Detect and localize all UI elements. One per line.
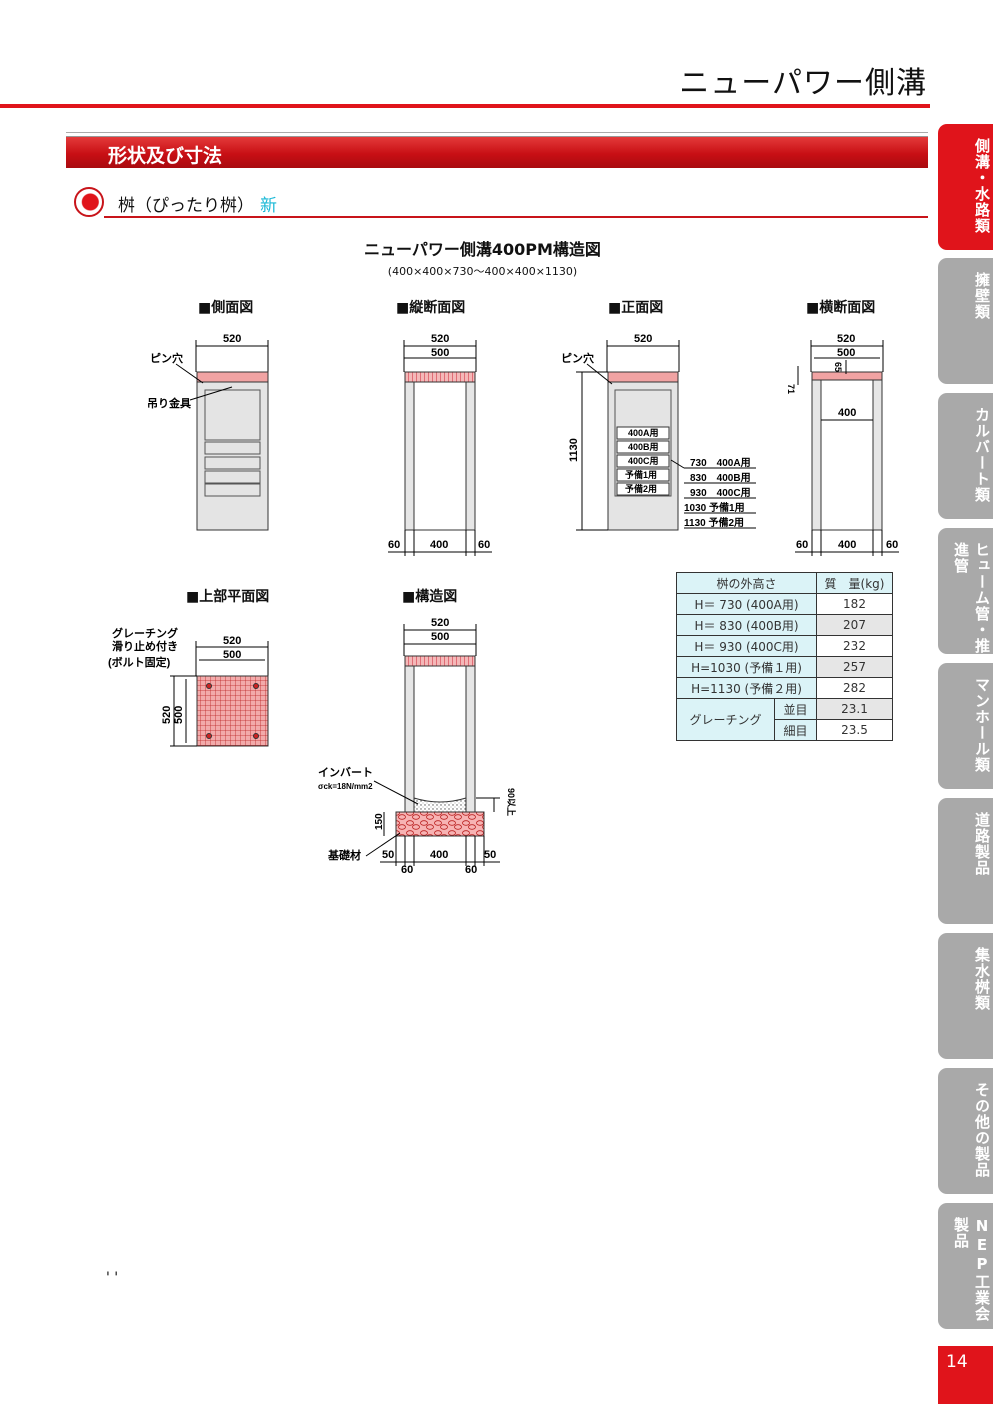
note-grating-3: (ボルト固定) [108, 655, 171, 669]
svg-text:60: 60 [388, 539, 400, 551]
svg-text:60: 60 [478, 539, 490, 551]
svg-text:500: 500 [837, 347, 855, 359]
table-row: H=1030 (予備１用) 257 [676, 656, 893, 678]
svg-text:520: 520 [161, 706, 173, 724]
tab-retaining-walls[interactable]: 擁壁類 [938, 258, 993, 384]
note-grating-2: 滑り止め付き [112, 639, 178, 653]
svg-text:65: 65 [833, 362, 843, 372]
svg-text:520: 520 [431, 617, 449, 629]
tab-catch-basins[interactable]: 集水桝類 [938, 933, 993, 1059]
view-label-side: ■側面図 [198, 300, 254, 316]
header-height: 桝の外高さ [676, 572, 817, 594]
note-pin-hole-front: ピン穴 [561, 351, 594, 365]
note-grating-1: グレーチング [112, 626, 178, 640]
transverse-view-drawing: 520 500 400 71 65 60 400 60 [786, 333, 899, 556]
front-view-drawing: 520 1130 ピン穴 400A用 400B用 400C用 予備1用 予備2用… [561, 333, 756, 531]
svg-text:500: 500 [431, 347, 449, 359]
svg-text:1130 予備2用: 1130 予備2用 [684, 516, 744, 529]
svg-text:予備2用: 予備2用 [625, 483, 657, 494]
header-weight: 質 量(kg) [816, 572, 893, 594]
note-lifting: 吊り金具 [147, 396, 191, 410]
svg-text:1030 予備1用: 1030 予備1用 [684, 501, 745, 514]
svg-text:500: 500 [173, 706, 185, 724]
svg-text:400: 400 [430, 849, 448, 861]
note-invert: インバート [318, 766, 373, 779]
subheading-underline [104, 216, 928, 218]
svg-text:500: 500 [223, 649, 241, 661]
view-label-plan: ■上部平面図 [186, 589, 270, 605]
tab-culverts[interactable]: カルバート類 [938, 393, 993, 519]
svg-text:400: 400 [430, 539, 448, 551]
section-header-bar: 形状及び寸法 [66, 136, 928, 168]
svg-text:90以上: 90以上 [506, 788, 517, 816]
svg-text:60: 60 [886, 539, 898, 551]
svg-text:830 400B用: 830 400B用 [690, 472, 751, 484]
plan-view-drawing: グレーチング 滑り止め付き (ボルト固定) 520 500 520 500 [108, 626, 269, 747]
svg-text:400: 400 [838, 539, 856, 551]
svg-text:60: 60 [401, 864, 413, 876]
section-top-line [66, 132, 928, 133]
note-sigma: σck=18N/mm2 [318, 782, 373, 791]
table-row: グレーチング 並目 23.1 [676, 698, 893, 741]
svg-text:520: 520 [634, 333, 652, 345]
svg-text:60: 60 [796, 539, 808, 551]
table-row: 細目 23.5 [677, 719, 893, 741]
svg-text:400A用: 400A用 [628, 428, 659, 438]
svg-text:50: 50 [382, 849, 394, 861]
tab-hume-pipes[interactable]: ヒューム管・推進管 [938, 528, 993, 654]
svg-text:520: 520 [223, 635, 241, 647]
structure-view-drawing: 520 500 インバート σck=18N/mm2 基礎材 150 90以上 5… [318, 617, 517, 876]
subheading: 桝（ぴったり桝） 新 [74, 186, 928, 218]
svg-text:60: 60 [465, 864, 477, 876]
svg-text:50: 50 [484, 849, 496, 861]
section-title: 形状及び寸法 [108, 145, 223, 167]
svg-text:520: 520 [431, 333, 449, 345]
svg-text:150: 150 [374, 813, 385, 830]
svg-text:500: 500 [431, 631, 449, 643]
dim-520-side: 520 [223, 333, 241, 345]
note-pin-hole-side: ピン穴 [150, 351, 183, 365]
table-row: 桝の外高さ 質 量(kg) [676, 572, 893, 594]
view-label-structure: ■構造図 [402, 589, 458, 605]
grating-label: グレーチング [676, 698, 775, 741]
table-row: H＝ 830 (400B用) 207 [676, 614, 893, 636]
subheading-text: 桝（ぴったり桝） [118, 196, 254, 216]
view-label-front: ■正面図 [608, 300, 664, 316]
svg-text:400C用: 400C用 [628, 456, 659, 466]
svg-text:730 400A用: 730 400A用 [690, 457, 751, 469]
svg-text:400: 400 [838, 407, 856, 419]
stray-marks: ' ' [106, 1270, 119, 1286]
title-rule [0, 104, 930, 108]
table-row: H=1130 (予備２用) 282 [676, 677, 893, 699]
view-label-transverse: ■横断面図 [806, 300, 876, 316]
view-label-longitudinal: ■縦断面図 [396, 300, 466, 316]
new-badge: 新 [260, 196, 277, 216]
svg-text:930 400C用: 930 400C用 [690, 487, 751, 499]
tab-road-products[interactable]: 道路製品 [938, 798, 993, 924]
page-number: 14 [938, 1346, 993, 1404]
tab-other-products[interactable]: その他の製品 [938, 1068, 993, 1194]
table-row: H＝ 930 (400C用) 232 [676, 635, 893, 657]
page-title: ニューパワー側溝 [679, 66, 927, 101]
svg-text:71: 71 [786, 384, 796, 394]
longitudinal-view-drawing: 520 500 60 400 60 [388, 333, 492, 556]
weight-table: 桝の外高さ 質 量(kg) H＝ 730 (400A用) 182 H＝ 830 … [676, 572, 893, 741]
svg-text:1130: 1130 [568, 438, 580, 462]
note-base: 基礎材 [327, 848, 361, 862]
side-view-drawing: 520 ピン穴 吊り金具 [147, 333, 269, 531]
tab-manholes[interactable]: マンホール類 [938, 663, 993, 789]
bullet-circle-icon [74, 187, 104, 217]
figure-subtitle: (400×400×730～400×400×1130) [387, 265, 578, 278]
table-row: H＝ 730 (400A用) 182 [676, 593, 893, 615]
tab-gutters[interactable]: 側溝・水路類 [938, 124, 993, 250]
svg-text:予備1用: 予備1用 [625, 469, 657, 480]
figure-title: ニューパワー側溝400PM構造図 [364, 240, 601, 259]
svg-text:520: 520 [837, 333, 855, 345]
tab-nep-products[interactable]: NEP工業会製品 [938, 1203, 993, 1329]
svg-text:400B用: 400B用 [628, 442, 659, 452]
